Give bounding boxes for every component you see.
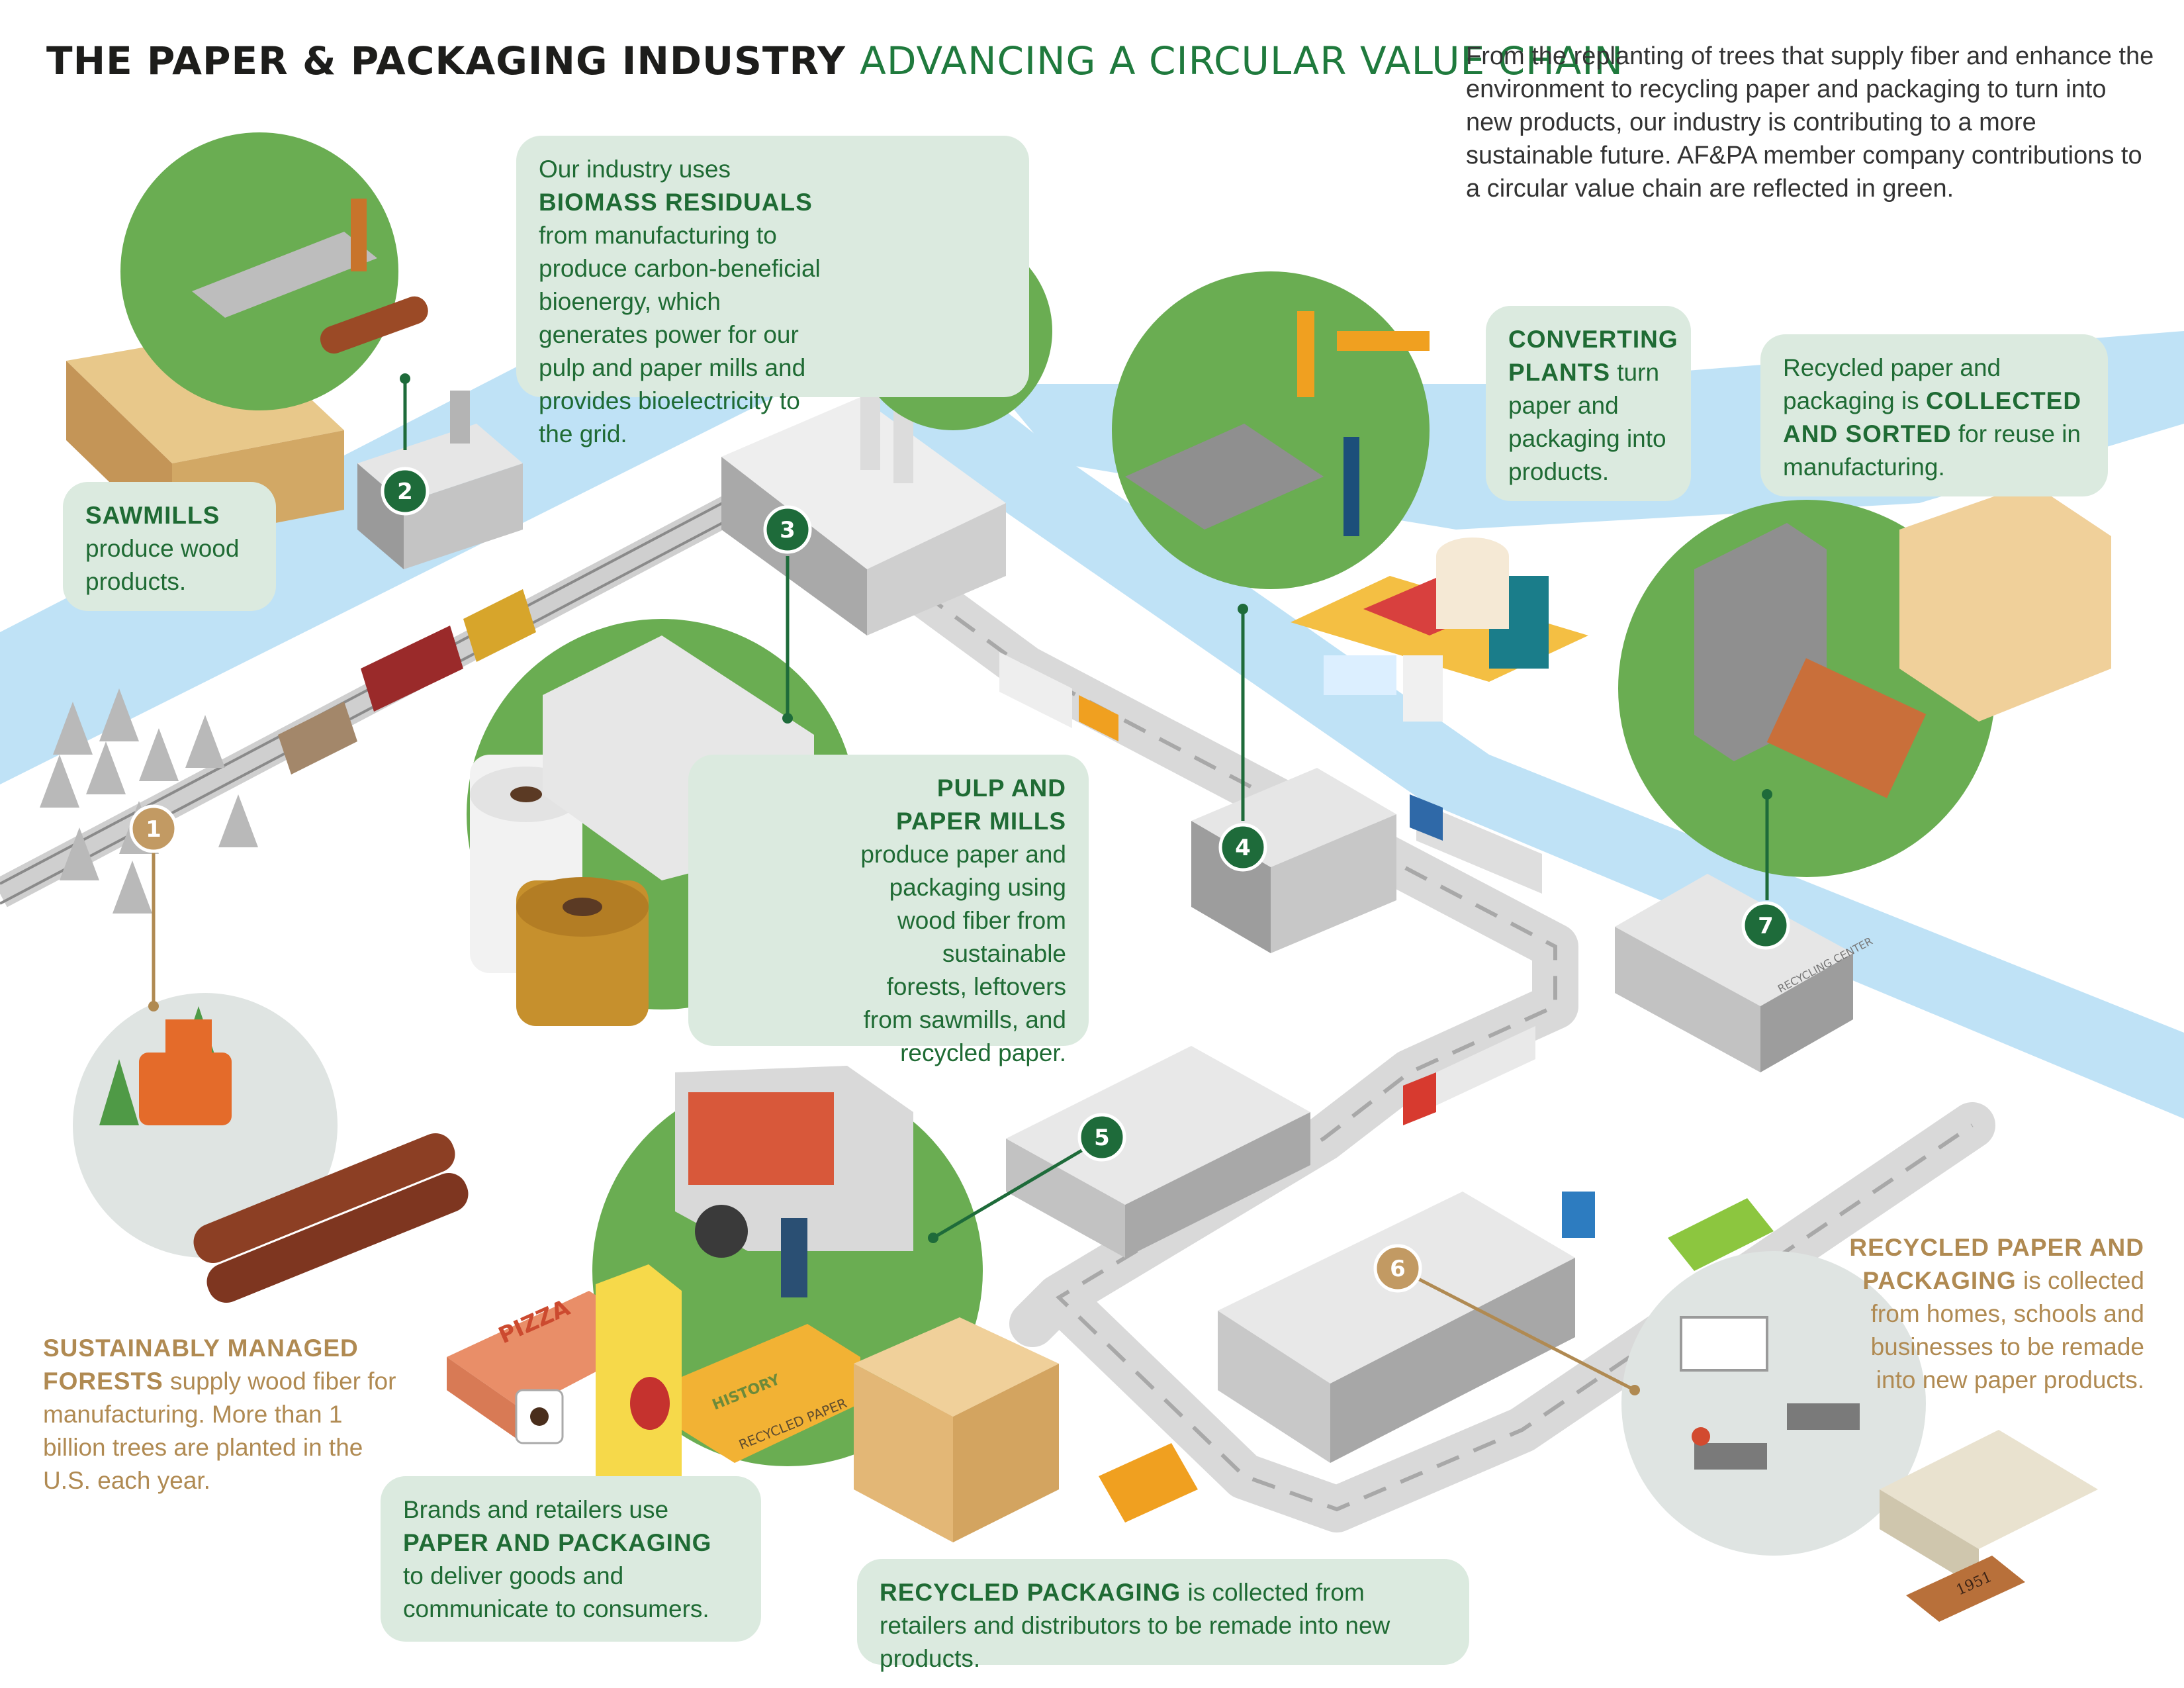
callout-forests-text: supply wood fiber for manufacturing. Mor… [43, 1368, 396, 1494]
callout-collected-sorted-bold: COLLECTED AND SORTED [1783, 387, 2082, 447]
step-number-6: 6 [1390, 1256, 1406, 1282]
callout-pulp-mills-text: produce paper and packaging using wood f… [860, 841, 1066, 1066]
title-accent: ADVANCING A CIRCULAR VALUE CHAIN [860, 38, 1623, 83]
callout-sawmills: SAWMILLS produce wood products. [63, 482, 276, 611]
retail-store-building [1006, 1046, 1310, 1258]
callout-recycled-packaging-bold: RECYCLED PACKAGING [880, 1579, 1181, 1606]
callout-collected-sorted: Recycled paper and packaging is COLLECTE… [1760, 334, 2108, 496]
step-number-4: 4 [1235, 835, 1251, 861]
tanker-truck [1410, 794, 1542, 894]
callout-biomass-bold: BIOMASS RESIDUALS [539, 189, 813, 216]
title-main: THE PAPER & PACKAGING INDUSTRY [46, 38, 846, 83]
step-marker-5: 5 [1077, 1113, 1126, 1162]
callout-recycled-paper-text: is collected from homes, schools and bus… [1870, 1267, 2144, 1393]
callout-converting-bold: CONVERTING PLANTS [1508, 326, 1678, 386]
callout-recycled-packaging: RECYCLED PACKAGING is collected from ret… [857, 1559, 1469, 1672]
callout-pulp-mills-bold: PULP AND PAPER MILLS [896, 774, 1066, 835]
callout-sawmills-text: produce wood products. [85, 535, 240, 595]
connector-dots [148, 373, 1772, 1395]
callout-pulp-mills: PULP AND PAPER MILLS produce paper and p… [688, 755, 1089, 1066]
callout-connectors [152, 379, 1769, 1392]
callout-recycled-packaging-text: is collected from retailers and distribu… [880, 1579, 1390, 1672]
step-marker-4: 4 [1218, 823, 1267, 872]
callout-forests-bold: SUSTAINABLY MANAGED FORESTS [43, 1335, 359, 1395]
sorting-circle [1618, 483, 2111, 877]
step-marker-6: 6 [1373, 1244, 1422, 1293]
newspaper-bundle: 1951 [1880, 1430, 2098, 1622]
consumer-products [1291, 538, 1588, 722]
callout-collected-sorted-pre: Recycled paper and packaging is [1783, 354, 2001, 414]
semi-truck [1403, 1026, 1535, 1125]
step-marker-2: 2 [381, 467, 430, 516]
step-number-5: 5 [1094, 1125, 1110, 1151]
sawmill-building [357, 391, 523, 569]
step-markers: 1 2 3 4 5 6 7 [129, 467, 1790, 1293]
step-marker-7: 7 [1741, 901, 1790, 950]
callout-recycled-paper-bold: RECYCLED PAPER AND PACKAGING [1849, 1234, 2144, 1294]
page-title: THE PAPER & PACKAGING INDUSTRY ADVANCING… [46, 38, 1623, 83]
step-marker-1: 1 [129, 804, 178, 853]
intro-paragraph: From the replanting of trees that supply… [1466, 42, 2154, 203]
callout-converting-text: turn paper and packaging into products. [1508, 359, 1666, 485]
step-number-7: 7 [1758, 913, 1774, 939]
callout-biomass-text: from manufacturing to produce carbon-ben… [539, 222, 821, 447]
recycling-truck [1562, 1192, 1774, 1271]
callout-collected-sorted-text: for reuse in manufacturing. [1783, 420, 2081, 481]
callout-brands: Brands and retailers use PAPER AND PACKA… [381, 1476, 761, 1642]
delivery-van [1099, 1443, 1198, 1523]
callout-forests: SUSTAINABLY MANAGED FORESTS supply wood … [43, 1332, 400, 1497]
packaging-pallet [854, 1317, 1059, 1542]
callout-brands-pre: Brands and retailers use [403, 1496, 669, 1523]
step-number-3: 3 [780, 517, 796, 543]
delivery-truck [999, 652, 1118, 741]
callout-converting: CONVERTING PLANTS turn paper and packagi… [1486, 306, 1691, 501]
callout-sawmills-bold: SAWMILLS [85, 502, 220, 529]
callout-brands-text: to deliver goods and communicate to cons… [403, 1562, 709, 1622]
step-marker-3: 3 [763, 505, 812, 554]
sawmill-circle [120, 132, 428, 410]
train [278, 589, 536, 774]
classroom-circle [1621, 1251, 1926, 1556]
step-number-1: 1 [146, 816, 161, 843]
callout-recycled-paper: RECYCLED PAPER AND PACKAGING is collecte… [1827, 1231, 2144, 1397]
callout-brands-bold: PAPER AND PACKAGING [403, 1529, 712, 1556]
callout-biomass: Our industry uses BIOMASS RESIDUALS from… [516, 136, 1029, 447]
callout-biomass-pre: Our industry uses [539, 156, 731, 183]
forest-circle [73, 993, 338, 1258]
logs [193, 1133, 469, 1303]
step-number-2: 2 [397, 479, 413, 505]
converting-circle [1112, 271, 1430, 589]
